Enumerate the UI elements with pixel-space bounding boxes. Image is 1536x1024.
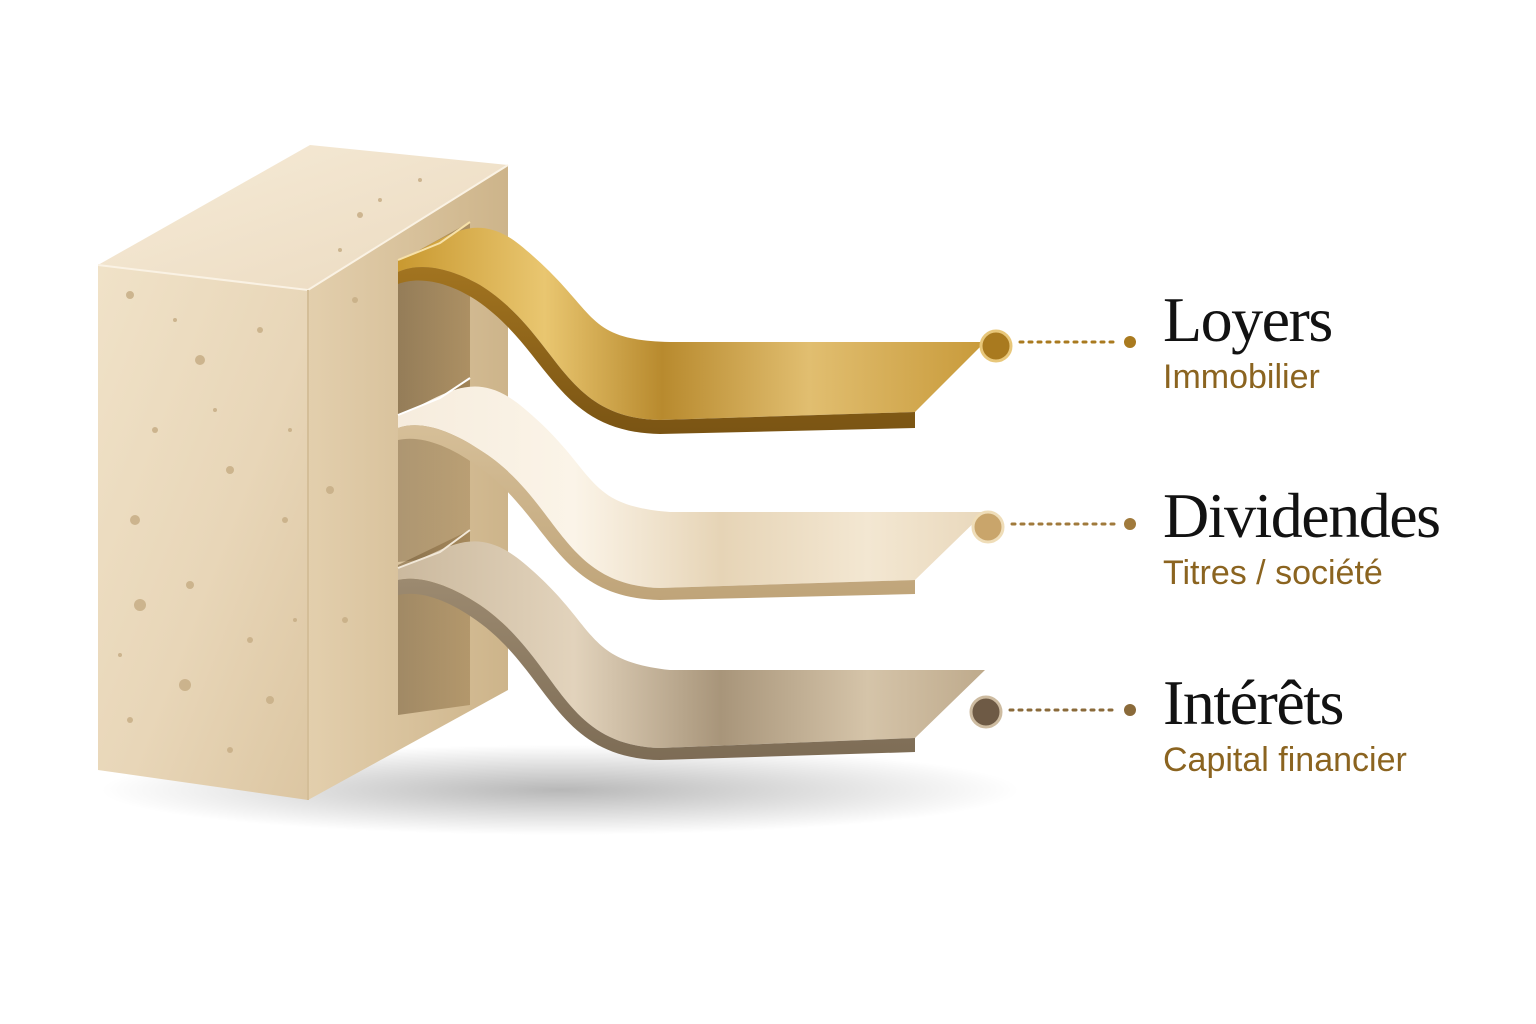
stream-label-interets: Intérêts Capital financier — [1163, 668, 1407, 780]
stream-title: Loyers — [1163, 284, 1333, 355]
dot-icon — [971, 510, 1005, 544]
stream-label-dividendes: Dividendes Titres / société — [1163, 480, 1441, 593]
stream-label-loyers: Loyers Immobilier — [1163, 284, 1333, 397]
dot-icon — [1124, 704, 1136, 716]
stream-subtitle: Capital financier — [1163, 741, 1407, 779]
connector-dividendes — [971, 510, 1136, 544]
dot-icon — [1124, 336, 1136, 348]
dot-icon — [979, 329, 1013, 363]
ribbon-icon — [397, 221, 985, 434]
block-slots — [398, 222, 470, 715]
ribbon-icon — [397, 529, 985, 760]
stream-title: Dividendes — [1163, 480, 1441, 551]
ribbon-icon — [397, 377, 985, 600]
stream-title: Intérêts — [1163, 667, 1344, 738]
connector-interets — [969, 695, 1136, 729]
dot-icon — [1124, 518, 1136, 530]
connector-loyers — [979, 329, 1136, 363]
stream-subtitle: Immobilier — [1163, 358, 1320, 396]
stream-subtitle: Titres / société — [1163, 554, 1383, 592]
dot-icon — [969, 695, 1003, 729]
